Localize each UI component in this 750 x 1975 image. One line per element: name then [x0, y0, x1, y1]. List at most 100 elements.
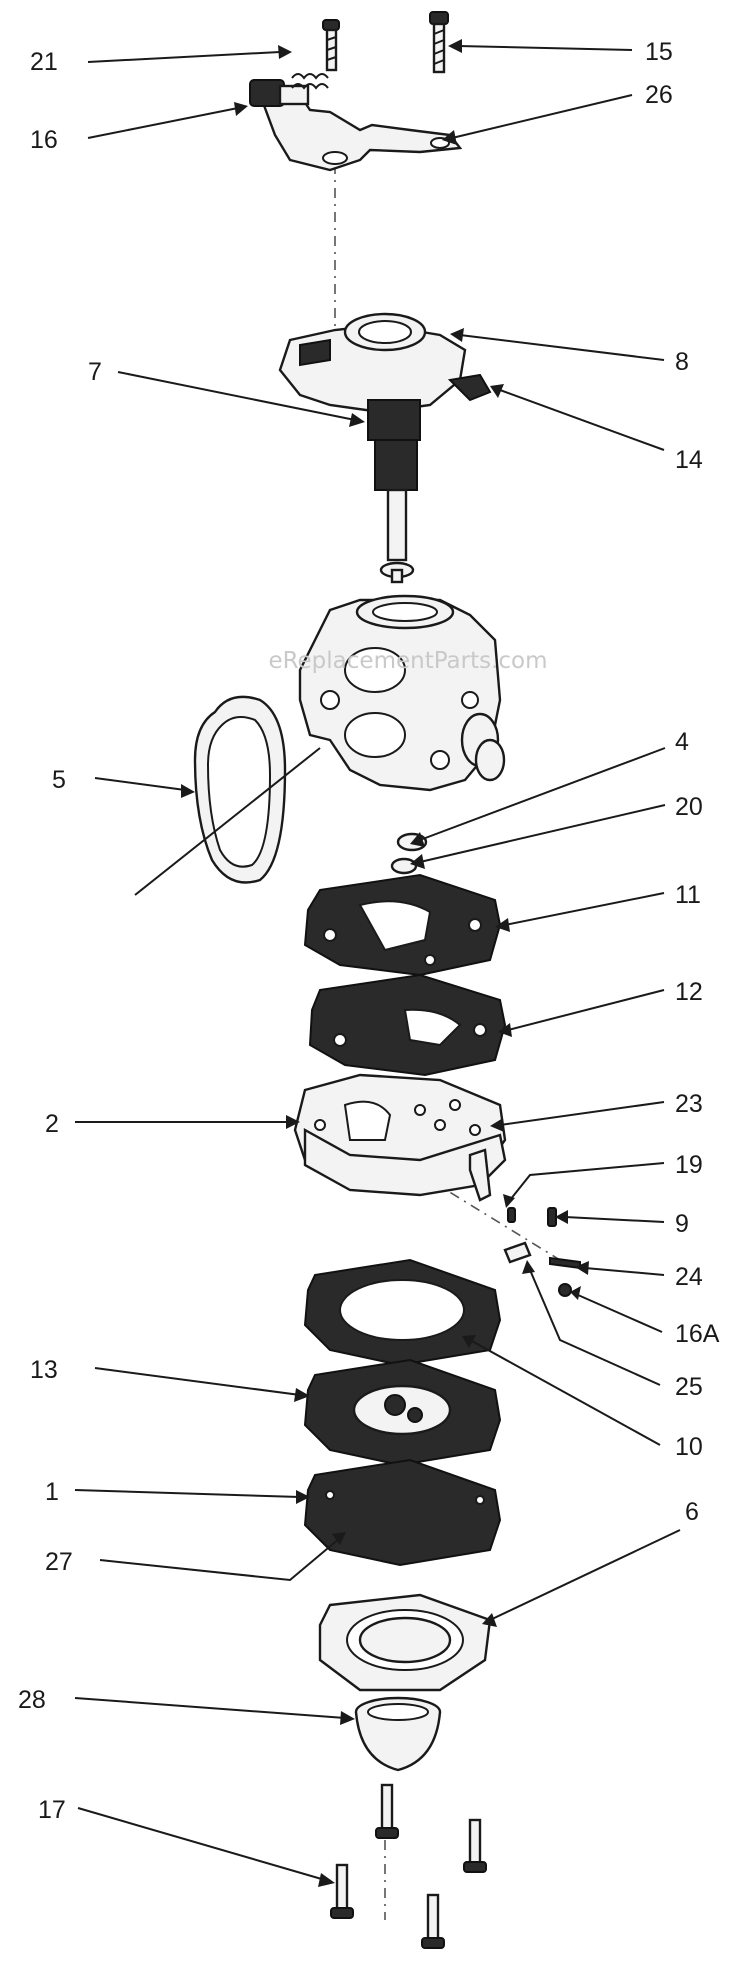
part-14-lever [447, 373, 492, 402]
arrow-7 [349, 413, 365, 427]
callout-12: 12 [675, 978, 703, 1006]
leader-17 [77, 1807, 326, 1881]
leader-11 [504, 892, 665, 926]
leader-4 [419, 747, 666, 841]
callout-8: 8 [675, 348, 689, 376]
callout-11: 11 [675, 881, 701, 909]
leader-19 [509, 1162, 665, 1201]
leader-28 [74, 1697, 346, 1719]
watermark-text: eReplacementParts.com [268, 648, 547, 674]
leader-16 [87, 107, 239, 139]
arrow-26 [442, 130, 457, 145]
arrow-10 [462, 1335, 476, 1348]
arrow-heads [181, 39, 589, 1887]
callout-20: 20 [675, 793, 703, 821]
arrow-14 [490, 384, 504, 398]
arrow-23 [490, 1118, 504, 1132]
callout-6: 6 [685, 1498, 699, 1526]
callout-labels: 21 15 16 26 8 7 14 4 5 20 11 12 23 2 19 … [18, 38, 720, 1824]
part-screw-left [322, 19, 340, 72]
callout-21: 21 [30, 48, 58, 76]
part-5-axis-line [134, 747, 321, 896]
callout-26: 26 [645, 81, 673, 109]
arrow-28 [340, 1711, 355, 1725]
callout-9: 9 [675, 1210, 689, 1238]
part-10-gasket [303, 1258, 502, 1367]
callout-4: 4 [675, 728, 689, 756]
part-5-oring [193, 695, 287, 884]
arrow-13 [294, 1388, 310, 1402]
arrow-2 [286, 1115, 300, 1129]
callout-19: 19 [675, 1151, 703, 1179]
part-13-diaphragm [303, 1358, 502, 1467]
leader-1 [74, 1489, 301, 1498]
callout-5: 5 [52, 766, 66, 794]
leader-23 [499, 1101, 665, 1126]
leader-13 [94, 1367, 301, 1396]
leader-15 [457, 45, 633, 51]
callout-13: 13 [30, 1356, 58, 1384]
callout-28: 28 [18, 1686, 46, 1714]
part-17-screw-a [375, 1783, 399, 1839]
leader-21 [87, 51, 281, 63]
arrow-11 [495, 918, 510, 932]
part-6-cover [318, 1593, 492, 1692]
part-9-jet [547, 1207, 557, 1227]
arrow-16a [570, 1286, 581, 1300]
part-28-primer-bulb [354, 1696, 442, 1772]
carburetor-body [298, 594, 506, 792]
part-25-check [503, 1241, 532, 1264]
leader-25 [529, 1269, 661, 1386]
part-17-screw-c [330, 1863, 354, 1919]
leader-26 [451, 94, 633, 139]
part-20-disc [390, 857, 418, 875]
arrow-8 [450, 328, 464, 342]
leader-7 [117, 371, 356, 421]
part-24-needle [549, 1256, 581, 1270]
part-8-cover [278, 312, 467, 414]
arrow-19 [503, 1194, 515, 1208]
arrow-9 [555, 1210, 568, 1224]
leader-14 [499, 389, 665, 451]
leader-6 [489, 1529, 681, 1621]
callout-23: 23 [675, 1090, 703, 1118]
callout-25: 25 [675, 1373, 703, 1401]
part-19-jet [507, 1207, 516, 1223]
callout-14: 14 [675, 446, 703, 474]
part-15-screw [429, 11, 449, 74]
part-11-gasket [303, 873, 502, 977]
callout-17: 17 [38, 1796, 66, 1824]
arrow-4 [410, 832, 425, 847]
arrow-21 [278, 45, 292, 59]
callout-7: 7 [88, 358, 102, 386]
leader-5 [94, 777, 186, 791]
assembly-axis-jets [429, 1179, 561, 1261]
part-16-fitting [249, 79, 310, 107]
arrow-25 [522, 1260, 535, 1274]
leader-24 [584, 1267, 665, 1276]
arrow-24 [575, 1261, 589, 1275]
part-26-bracket [260, 93, 463, 172]
leader-lines [74, 45, 681, 1881]
callout-1: 1 [45, 1478, 59, 1506]
leader-9 [564, 1216, 665, 1223]
leader-27 [99, 1537, 341, 1582]
part-17-screw-b [463, 1818, 487, 1873]
part-1-diaphragm [303, 1458, 502, 1567]
leader-10 [469, 1339, 661, 1446]
arrow-27 [332, 1532, 346, 1545]
callout-27: 27 [45, 1548, 73, 1576]
leader-12 [507, 989, 665, 1031]
callout-16: 16 [30, 126, 58, 154]
callout-10: 10 [675, 1433, 703, 1461]
callout-15: 15 [645, 38, 673, 66]
leader-8 [459, 334, 665, 361]
callout-2: 2 [45, 1110, 59, 1138]
part-7-shaft [367, 399, 421, 584]
callout-24: 24 [675, 1263, 703, 1291]
part-16a-screw [558, 1283, 572, 1297]
part-17-screw-d [421, 1893, 445, 1949]
arrow-16 [234, 102, 248, 116]
arrow-5 [181, 784, 195, 798]
